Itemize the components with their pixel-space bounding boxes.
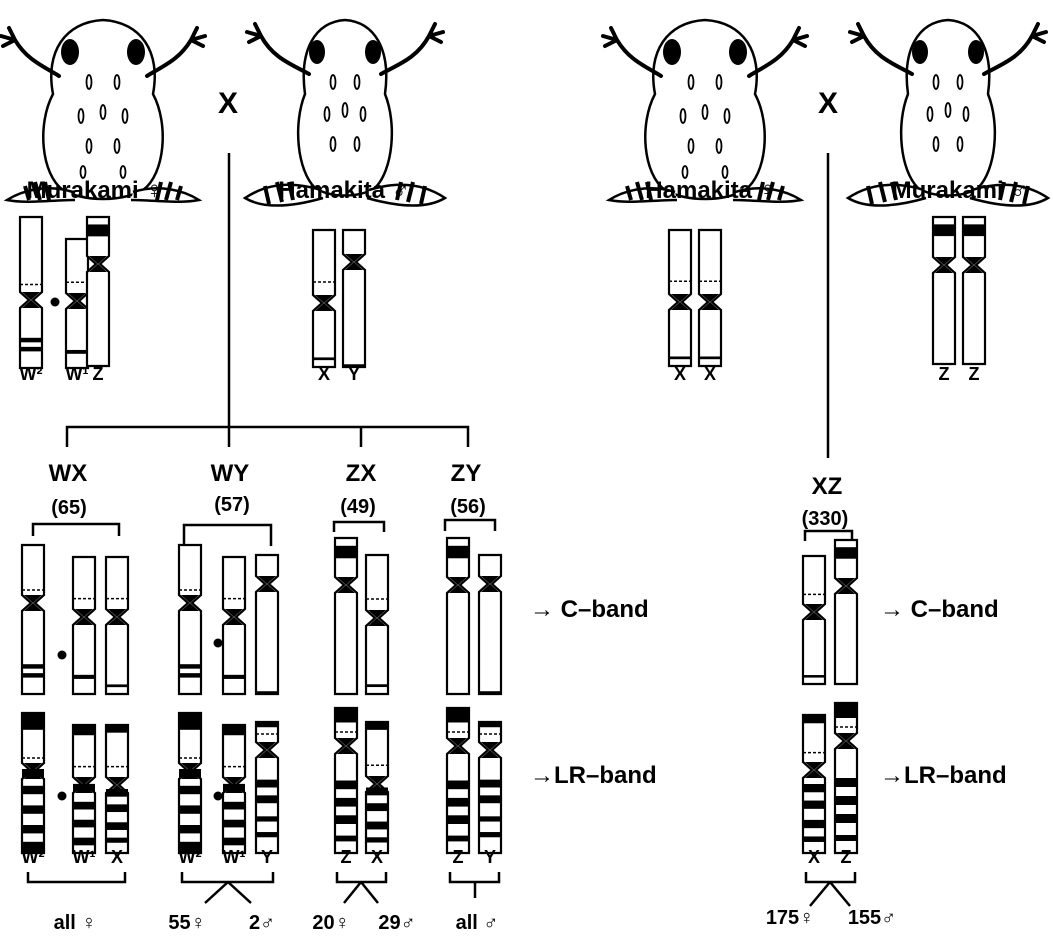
- parent-label-hamakita-male: Hamakita ♂: [278, 177, 409, 204]
- group-brackets: [33, 520, 852, 546]
- chromosome-x: [313, 230, 335, 367]
- chrom-label-x: X: [318, 364, 330, 384]
- chromosome-w1: [223, 557, 245, 694]
- genotype-xz: XZ: [812, 473, 843, 500]
- chrom-label-x: X: [704, 364, 716, 384]
- count-xz: (330): [802, 508, 849, 530]
- count-zy: (56): [450, 496, 486, 518]
- chromosome-x: [366, 555, 388, 694]
- chromosome-y-lr: [256, 722, 278, 853]
- chromosome-x-lr: [803, 715, 825, 853]
- chromosome-z: [835, 540, 857, 684]
- chrom-label-z: Z: [969, 364, 980, 384]
- sex-result-xz-female: 175♀: [766, 907, 814, 929]
- chromosome-x: [699, 230, 721, 366]
- sex-result-wx: all ♀: [54, 912, 97, 934]
- chrom-label-z: Z: [939, 364, 950, 384]
- chrom-label-z: Z: [453, 847, 464, 867]
- genotype-wx: WX: [49, 460, 88, 487]
- c-band-label-right: → C–band: [880, 596, 999, 623]
- sex-result-zx-male: 29♂: [378, 912, 415, 934]
- chromosome-x-lr: [366, 722, 388, 853]
- chromosome-w1-lr: [223, 725, 245, 853]
- chrom-label-z: Z: [93, 364, 104, 384]
- chromosome-z: [87, 217, 109, 366]
- chromosome-z: [933, 217, 955, 364]
- genotype-zx: ZX: [346, 460, 377, 487]
- frog-murakami-female-icon: [1, 20, 205, 202]
- chrom-label-w1: W¹: [73, 847, 96, 867]
- chromosome-w2-lr: [179, 713, 201, 853]
- chromosome-x: [669, 230, 691, 366]
- centromere-dot: [214, 639, 223, 648]
- sex-result-wy-male: 2♂: [249, 912, 275, 934]
- chromosome-z: [335, 538, 357, 694]
- chromosome-y: [479, 555, 501, 694]
- genotype-wy: WY: [211, 460, 250, 487]
- chromosome-x: [106, 557, 128, 694]
- chromosome-x: [803, 556, 825, 684]
- chrom-label-w2: W²: [22, 847, 45, 867]
- count-wy: (57): [214, 494, 250, 516]
- centromere-dot: [214, 792, 223, 801]
- lr-band-label: →LR–band: [530, 762, 657, 789]
- chromosome-w1: [73, 557, 95, 694]
- cross-symbol-right: X: [818, 87, 838, 120]
- chromosome-w1: [66, 239, 88, 368]
- genotype-zy: ZY: [451, 460, 482, 487]
- chromosome-w1-lr: [73, 725, 95, 853]
- chromosome-x-lr: [106, 725, 128, 853]
- chrom-label-y: Y: [261, 847, 273, 867]
- chrom-label-x: X: [111, 847, 123, 867]
- chrom-label-z: Z: [341, 847, 352, 867]
- chrom-label-w2: W²: [20, 364, 43, 384]
- chrom-label-x: X: [808, 847, 820, 867]
- sex-brackets: [28, 872, 855, 906]
- chromosome-z: [963, 217, 985, 364]
- chrom-label-z: Z: [841, 847, 852, 867]
- sex-result-xz-male: 155♂: [848, 907, 896, 929]
- chrom-label-w1: W¹: [66, 364, 89, 384]
- parent-label-murakami-male: Murakami ♂: [892, 177, 1029, 204]
- chromosome-z: [447, 538, 469, 694]
- centromere-dot: [51, 298, 60, 307]
- count-zx: (49): [340, 496, 376, 518]
- centromere-dot: [58, 792, 67, 801]
- sex-result-zy: all ♂: [456, 912, 499, 934]
- parent-label-hamakita-female: Hamakita ♀: [645, 177, 776, 204]
- chrom-label-w2: W²: [179, 847, 202, 867]
- chromosome-w2: [20, 217, 42, 368]
- chromosome-z-lr: [447, 708, 469, 853]
- chromosome-w2: [22, 545, 44, 694]
- c-band-label: → C–band: [530, 596, 649, 623]
- count-wx: (65): [51, 497, 87, 519]
- chromosome-y: [256, 555, 278, 694]
- chromosome-w2-lr: [22, 713, 44, 853]
- cross-symbol-left: X: [218, 87, 238, 120]
- parent-label-murakami-female: Murakami ♀: [27, 177, 164, 204]
- chromosome-w2: [179, 545, 201, 694]
- frog-hamakita-female-icon: [603, 20, 807, 202]
- chrom-label-x: X: [371, 847, 383, 867]
- centromere-dot: [58, 651, 67, 660]
- sex-result-zx-female: 20♀: [312, 912, 349, 934]
- chrom-label-y: Y: [348, 364, 360, 384]
- sex-result-wy-female: 55♀: [168, 912, 205, 934]
- chromosome-z-lr: [835, 703, 857, 853]
- chromosome-y: [343, 230, 365, 367]
- chromosome-y-lr: [479, 722, 501, 853]
- chrom-label-y: Y: [484, 847, 496, 867]
- chrom-label-w1: W¹: [223, 847, 246, 867]
- chromosome-z-lr: [335, 708, 357, 853]
- lr-band-label-right: →LR–band: [880, 762, 1007, 789]
- chrom-label-x: X: [674, 364, 686, 384]
